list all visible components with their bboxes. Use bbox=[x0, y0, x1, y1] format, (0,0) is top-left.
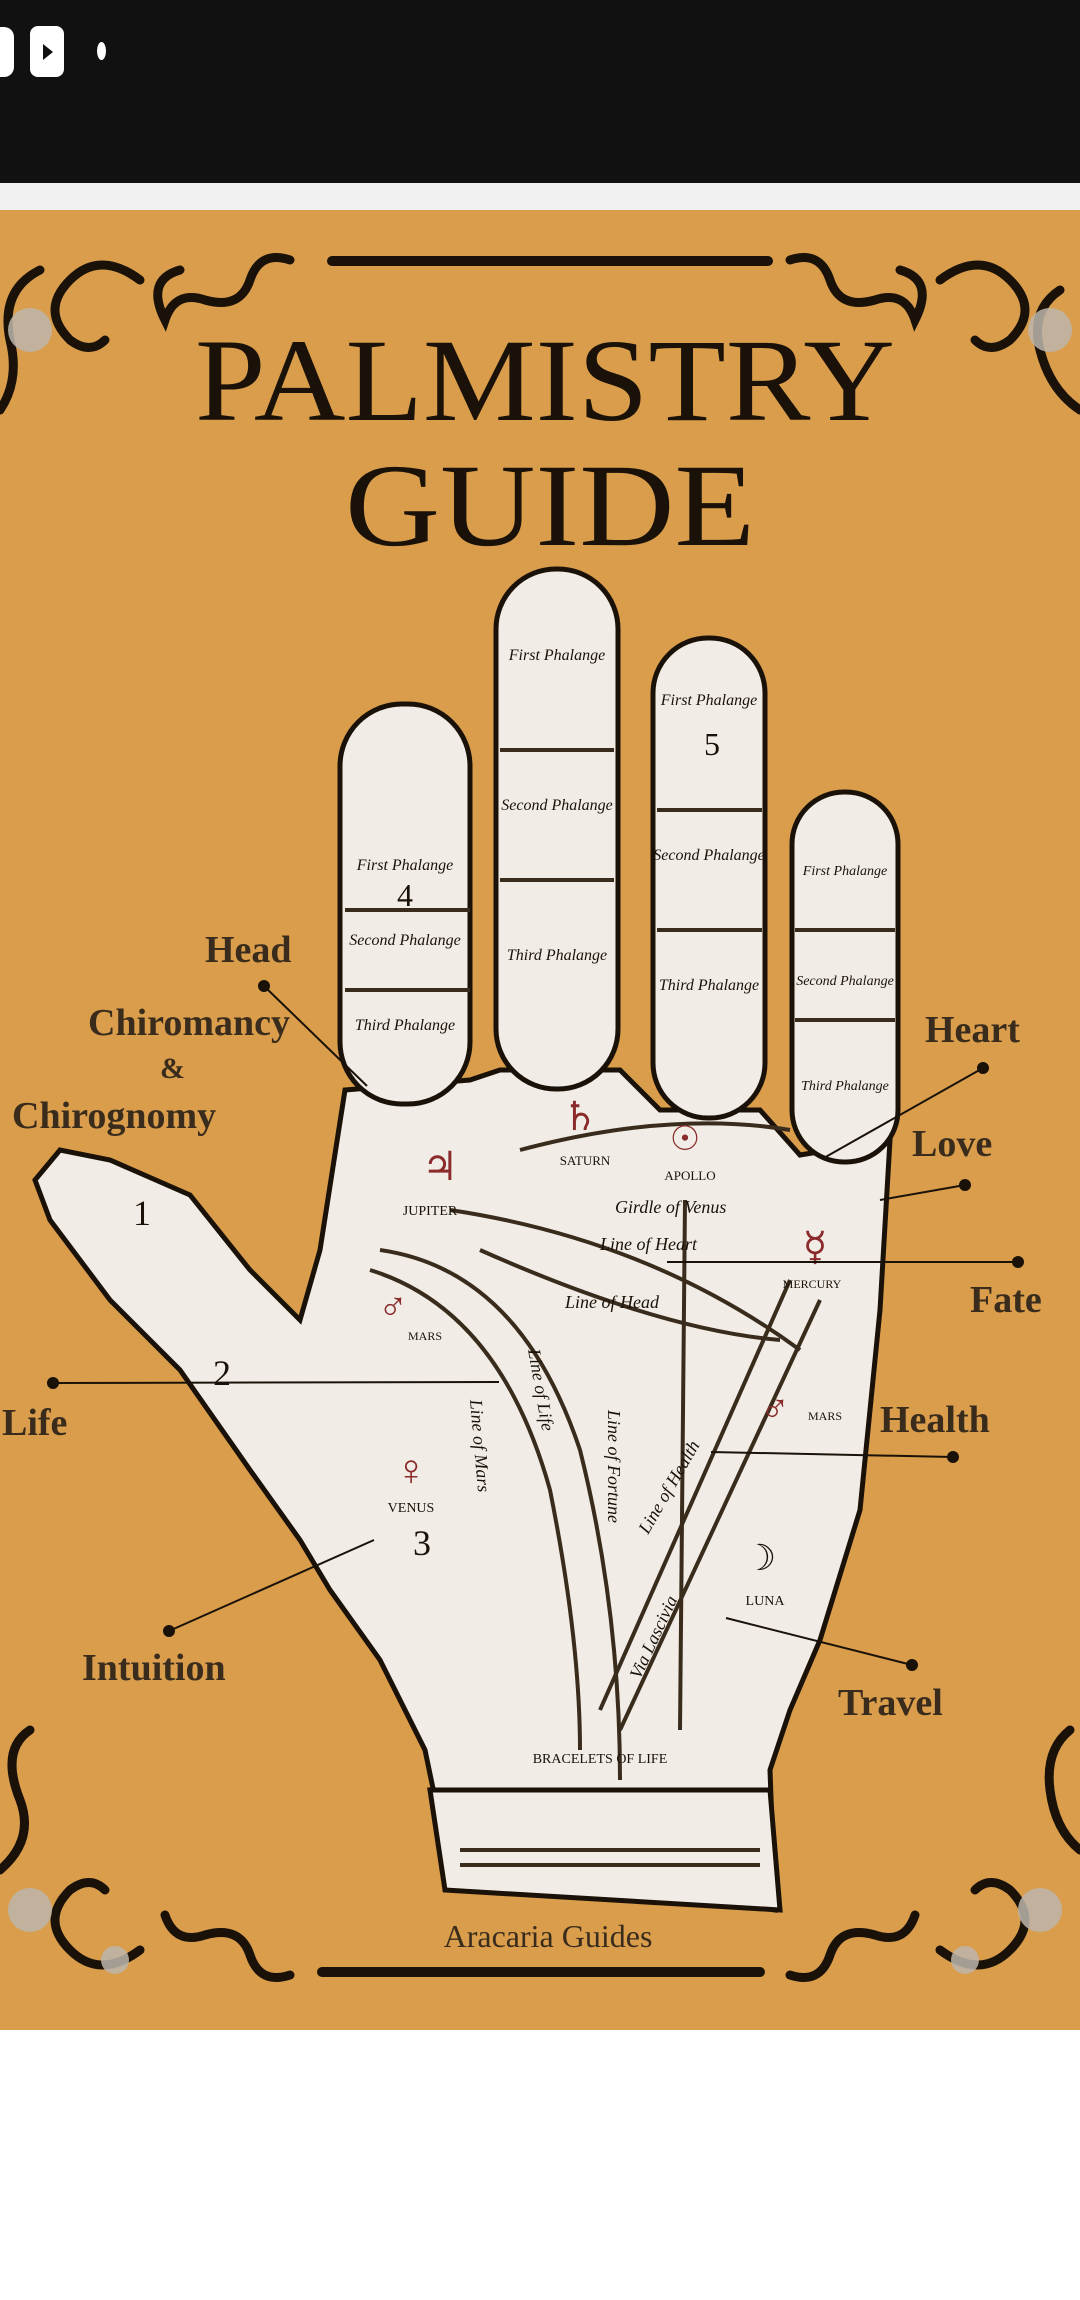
thumb-number-2: 2 bbox=[213, 1353, 231, 1393]
index-finger bbox=[337, 701, 473, 1107]
mars-symbol: ♂ bbox=[378, 1284, 408, 1329]
luna-symbol: ☽ bbox=[744, 1538, 776, 1578]
callout-fate: Fate bbox=[970, 1279, 1042, 1321]
callout-leaders bbox=[47, 980, 1024, 1671]
mount-luna: LUNA bbox=[746, 1594, 786, 1609]
label-girdle-of-venus: Girdle of Venus bbox=[615, 1197, 726, 1217]
apollo-symbol: ☉ bbox=[670, 1121, 700, 1158]
phalange-label: First Phalange bbox=[802, 864, 887, 879]
phalange-label: Third Phalange bbox=[659, 977, 759, 994]
callout-intuition: Intuition bbox=[82, 1647, 226, 1689]
palmistry-guide-image[interactable]: PALMISTRY GUIDE First Phalange 4 Second … bbox=[0, 210, 1080, 2030]
callout-life: Life bbox=[2, 1402, 67, 1444]
palm-lines bbox=[345, 748, 895, 1867]
label-line-of-heart: Line of Heart bbox=[599, 1234, 698, 1254]
callout-chirognomy: Chirognomy bbox=[12, 1095, 216, 1137]
phalange-label: Third Phalange bbox=[507, 947, 607, 964]
phalange-label: Second Phalange bbox=[796, 974, 894, 989]
callout-travel: Travel bbox=[838, 1682, 943, 1724]
ring-finger bbox=[650, 635, 768, 1121]
mount-venus: VENUS bbox=[388, 1501, 435, 1516]
phalange-label: First Phalange bbox=[660, 692, 757, 709]
publisher-name: Aracaria Guides bbox=[444, 1918, 653, 1954]
label-line-of-fortune: Line of Fortune bbox=[604, 1409, 624, 1523]
mount-mercury: MERCURY bbox=[783, 1277, 842, 1291]
finger-number-5: 5 bbox=[704, 726, 720, 762]
phalange-label: Third Phalange bbox=[355, 1017, 455, 1034]
hand-drawing bbox=[32, 566, 901, 1913]
callout-heart: Heart bbox=[925, 1009, 1020, 1051]
mount-mars: MARS bbox=[408, 1329, 442, 1343]
callout-head: Head bbox=[205, 929, 292, 971]
little-finger bbox=[789, 789, 901, 1165]
callout-chiromancy: Chiromancy bbox=[88, 1002, 290, 1044]
phalange-label: Third Phalange bbox=[801, 1079, 889, 1094]
palm bbox=[32, 1067, 893, 1913]
phalange-label: Second Phalange bbox=[653, 847, 765, 864]
notification-icon bbox=[0, 27, 14, 77]
callout-ampersand: & bbox=[160, 1052, 185, 1085]
callout-love: Love bbox=[912, 1123, 992, 1165]
phalange-label: Second Phalange bbox=[349, 932, 461, 949]
mars-symbol: ♂ bbox=[760, 1386, 790, 1431]
phalange-label: First Phalange bbox=[508, 647, 605, 664]
callout-health: Health bbox=[880, 1399, 990, 1441]
palmistry-illustration: PALMISTRY GUIDE First Phalange 4 Second … bbox=[0, 253, 1080, 1982]
more-notifications-dot-icon bbox=[97, 42, 106, 60]
mount-jupiter: JUPITER bbox=[403, 1204, 458, 1219]
venus-symbol: ♀ bbox=[395, 1446, 428, 1495]
mount-apollo: APOLLO bbox=[664, 1168, 715, 1183]
mount-number-3: 3 bbox=[413, 1523, 431, 1563]
ornament-flowers bbox=[8, 308, 1072, 1974]
middle-finger bbox=[493, 566, 621, 1092]
mount-saturn: SATURN bbox=[560, 1153, 611, 1168]
title-guide: GUIDE bbox=[345, 440, 755, 571]
thumb-number-1: 1 bbox=[133, 1193, 151, 1233]
mount-mars: MARS bbox=[808, 1409, 842, 1423]
phalange-label: Second Phalange bbox=[501, 797, 613, 814]
youtube-icon bbox=[30, 26, 64, 77]
image-top-margin bbox=[0, 183, 1080, 210]
title-palmistry: PALMISTRY bbox=[195, 315, 895, 446]
status-bar bbox=[0, 0, 1080, 183]
jupiter-symbol: ♃ bbox=[422, 1144, 458, 1189]
saturn-symbol: ♄ bbox=[562, 1094, 598, 1139]
ornament-border bbox=[0, 253, 1080, 1982]
label-line-of-head: Line of Head bbox=[564, 1292, 660, 1312]
finger-number-4: 4 bbox=[397, 877, 413, 913]
label-bracelets-of-life: BRACELETS OF LIFE bbox=[533, 1752, 668, 1767]
phalange-label: First Phalange bbox=[356, 857, 453, 874]
